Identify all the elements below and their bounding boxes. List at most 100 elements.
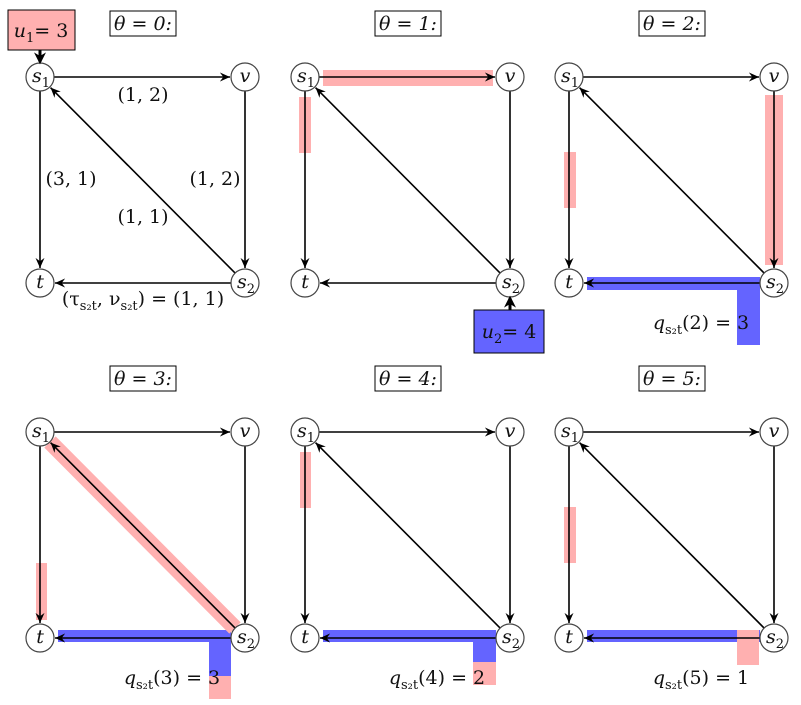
text-part: = 3 <box>34 20 68 42</box>
node-s2 <box>230 268 260 298</box>
node-subscript: 2 <box>247 282 255 297</box>
node-t <box>290 268 320 298</box>
node-label: t <box>36 271 44 293</box>
text-part: q <box>653 312 665 334</box>
text-part: (1, 1) <box>117 206 168 228</box>
theta-box <box>374 365 442 392</box>
queue-bar <box>209 630 231 676</box>
node-label: s <box>237 271 247 293</box>
text-part: s₂t <box>401 678 419 693</box>
text-part: (2) = 3 <box>682 312 749 334</box>
node-label: t <box>36 626 44 648</box>
node-subscript: 2 <box>776 282 784 297</box>
edge-s2-s1 <box>579 87 765 274</box>
edge-label-s1-t: (3, 1) <box>45 168 96 190</box>
text-part: (3) = 3 <box>153 667 220 689</box>
text-part: s₂t <box>80 299 98 314</box>
node-label-s2: s2 <box>766 271 784 297</box>
text-part: s₂t <box>121 299 139 314</box>
node-s1 <box>25 417 55 447</box>
text-part: (τ <box>62 288 80 310</box>
text-part: u <box>14 20 26 42</box>
text-part: 1 <box>26 31 34 46</box>
queue-bar <box>737 277 760 345</box>
edge-label-s2-s1: (1, 1) <box>117 206 168 228</box>
queue-label: qs₂t(3) = 3 <box>124 667 220 693</box>
queue-bar <box>323 630 496 642</box>
node-label: v <box>505 65 516 87</box>
node-label-v: v <box>769 420 780 442</box>
theta-box <box>638 10 706 37</box>
node-subscript: 2 <box>512 637 520 652</box>
text-part: (1, 2) <box>117 84 168 106</box>
node-s2 <box>495 623 525 653</box>
theta-box <box>638 365 706 392</box>
node-label-t: t <box>565 271 573 293</box>
theta-box <box>374 10 442 37</box>
node-label-s1: s1 <box>32 420 50 446</box>
node-label-s1: s1 <box>561 420 579 446</box>
node-t <box>290 623 320 653</box>
node-label: t <box>565 626 573 648</box>
inflow-bar <box>473 662 496 685</box>
node-subscript: 1 <box>42 76 50 91</box>
queue-bar <box>473 630 496 662</box>
queue-label: qs₂t(5) = 1 <box>653 667 749 693</box>
node-label-t: t <box>36 626 44 648</box>
node-label: v <box>769 65 780 87</box>
text-part: s₂t <box>136 678 154 693</box>
text-part: , ν <box>97 288 121 310</box>
node-s1 <box>290 417 320 447</box>
theta-box <box>109 365 177 392</box>
node-label-s1: s1 <box>297 420 315 446</box>
node-label-s1: s1 <box>32 65 50 91</box>
node-label: s <box>297 420 307 442</box>
node-v <box>759 417 789 447</box>
node-label: s <box>237 626 247 648</box>
node-label-s1: s1 <box>297 65 315 91</box>
node-label: t <box>301 271 309 293</box>
inflow-u2-label: u2= 4 <box>482 321 537 347</box>
node-label-s2: s2 <box>237 271 255 297</box>
node-s1 <box>554 62 584 92</box>
node-subscript: 1 <box>571 76 579 91</box>
node-s2 <box>759 268 789 298</box>
node-label-t: t <box>36 271 44 293</box>
node-label: s <box>561 65 571 87</box>
node-label: s <box>502 271 512 293</box>
inflow-u2-box <box>473 309 545 354</box>
node-subscript: 2 <box>512 282 520 297</box>
inflow-bar <box>737 630 759 665</box>
inflow-u1-box <box>7 9 76 51</box>
inflow-bar <box>36 563 47 620</box>
node-label: s <box>32 420 42 442</box>
node-s1 <box>554 417 584 447</box>
node-v <box>759 62 789 92</box>
node-label-t: t <box>301 271 309 293</box>
node-t <box>25 623 55 653</box>
edge-label-s2-t: (τs₂t, νs₂t) = (1, 1) <box>62 288 224 314</box>
theta-text: θ = 2: <box>643 13 701 35</box>
node-label-s2: s2 <box>502 271 520 297</box>
theta-box <box>109 10 177 37</box>
node-subscript: 2 <box>247 637 255 652</box>
text-part: (5) = 1 <box>682 667 749 689</box>
theta-label: θ = 5: <box>643 368 701 390</box>
queue-label: qs₂t(2) = 3 <box>653 312 749 338</box>
node-label: s <box>766 271 776 293</box>
edge-label-s1-v: (1, 2) <box>117 84 168 106</box>
node-v <box>230 62 260 92</box>
theta-label: θ = 1: <box>379 13 437 35</box>
node-label-v: v <box>505 420 516 442</box>
text-part: s₂t <box>665 678 683 693</box>
panel-theta-1: s1 v t s2 θ = 1: u2= 4 <box>290 10 545 354</box>
inflow-bar <box>209 676 231 699</box>
inflow-bar <box>564 152 576 208</box>
node-label-t: t <box>565 626 573 648</box>
node-label-s1: s1 <box>561 65 579 91</box>
inflow-u1-label: u1= 3 <box>14 20 69 46</box>
node-t <box>554 268 584 298</box>
